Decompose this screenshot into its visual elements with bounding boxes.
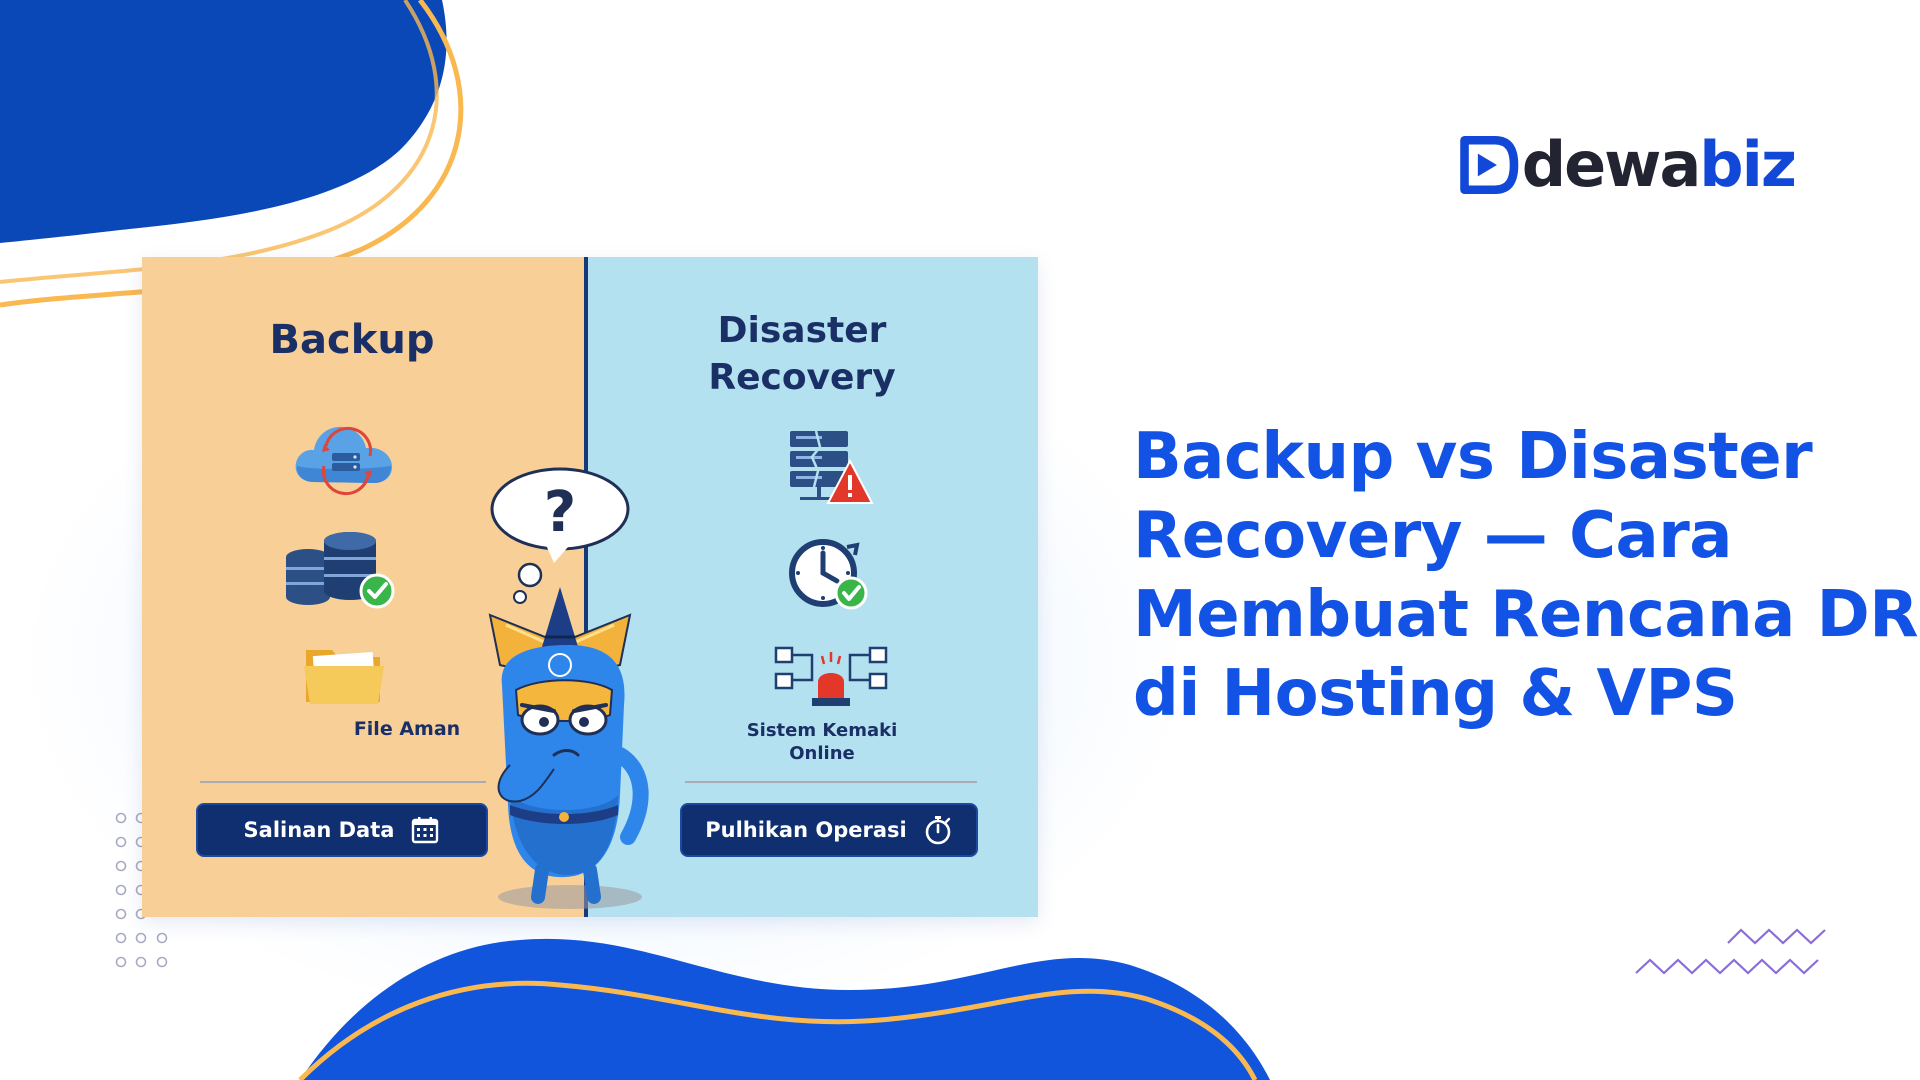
headline-line-3: Membuat Rencana DRP — [1133, 578, 1920, 652]
stopwatch-icon — [925, 816, 951, 845]
logo-wordmark: dewabiz — [1522, 134, 1797, 196]
dr-title-line-2: Recovery — [708, 357, 896, 398]
calendar-icon — [412, 817, 439, 844]
folder-icon — [304, 650, 384, 704]
salinan-data-badge: Salinan Data — [196, 803, 488, 857]
cloud-sync-icon — [295, 426, 392, 496]
clock-check-icon — [789, 539, 868, 610]
pulhikan-operasi-badge: Pulhikan Operasi — [680, 803, 978, 857]
separator-left — [200, 781, 486, 783]
sistem-caption-line-1: Sistem Kemaki — [746, 720, 898, 741]
headline-line-4: di Hosting & VPS — [1133, 657, 1738, 731]
logo-text-biz: biz — [1699, 128, 1797, 201]
mascot-illustration: ? — [488, 467, 649, 909]
page-headline: Backup vs Disaster Recovery — Cara Membu… — [1133, 418, 1920, 734]
dr-title-line-1: Disaster — [717, 310, 887, 351]
dewabiz-logo-icon — [1460, 135, 1519, 195]
sistem-online-caption: Sistem Kemaki Online — [722, 719, 922, 765]
thought-question-mark: ? — [544, 480, 576, 545]
panel-divider — [584, 257, 588, 917]
network-alarm-icon — [774, 646, 888, 706]
file-aman-caption: File Aman — [353, 718, 461, 740]
pulhikan-operasi-label: Pulhikan Operasi — [705, 818, 907, 842]
headline-line-2: Recovery — Cara — [1133, 499, 1732, 573]
disaster-recovery-title: Disaster Recovery — [652, 307, 952, 401]
backup-title: Backup — [269, 317, 435, 363]
headline-line-1: Backup vs Disaster — [1133, 420, 1813, 494]
sistem-caption-line-2: Online — [789, 743, 855, 764]
salinan-data-label: Salinan Data — [243, 818, 395, 842]
logo-text-dewa: dewa — [1521, 128, 1702, 201]
illustration-card: Backup Disaster Recovery — [142, 257, 1038, 917]
separator-right — [685, 781, 977, 783]
database-check-icon — [286, 532, 395, 609]
server-warning-icon — [790, 430, 874, 504]
brand-logo: dewabiz — [1455, 128, 1797, 202]
